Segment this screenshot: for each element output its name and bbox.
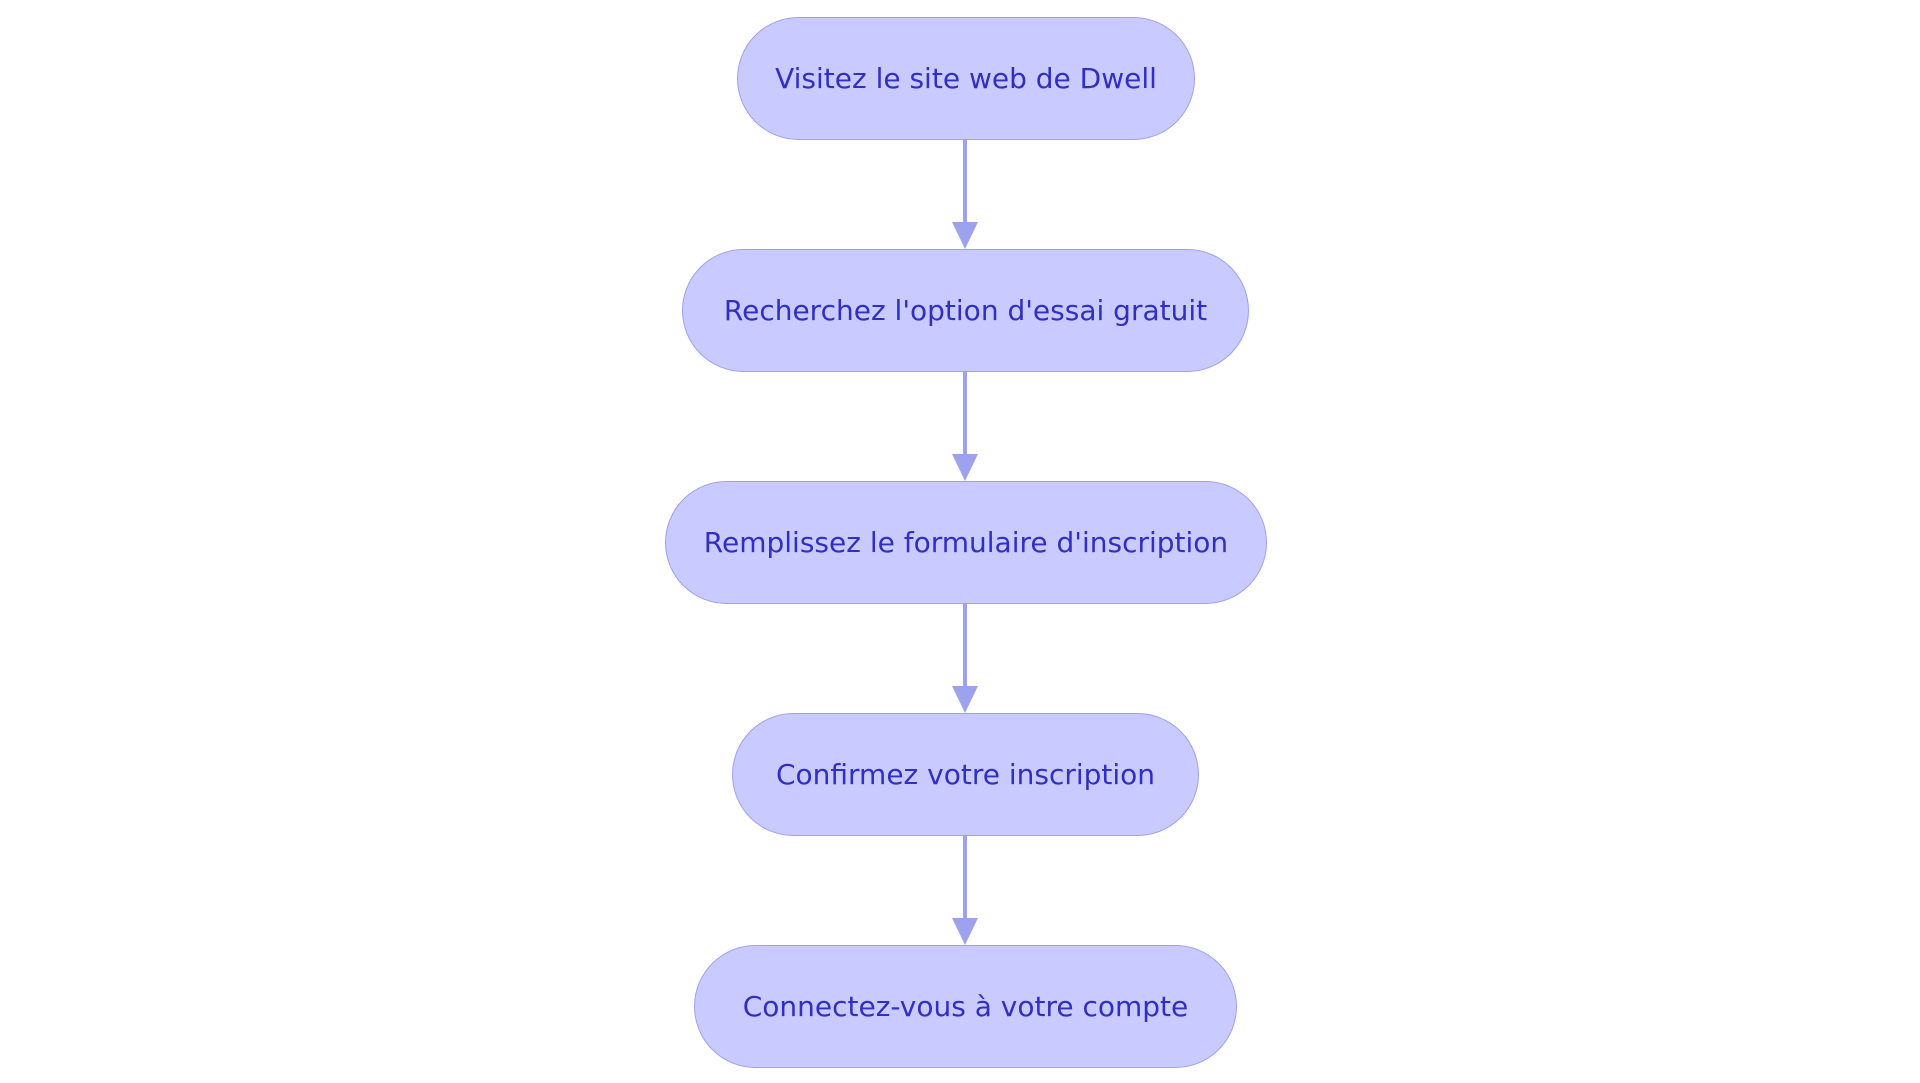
arrowhead-icon — [952, 454, 978, 481]
node-confirm-signup: Confirmez votre inscription — [732, 713, 1199, 836]
edge-n3-n4 — [952, 604, 978, 713]
arrowhead-icon — [952, 686, 978, 713]
node-login-account: Connectez-vous à votre compte — [694, 945, 1237, 1068]
arrowhead-icon — [952, 222, 978, 249]
node-find-free-trial: Recherchez l'option d'essai gratuit — [682, 249, 1249, 372]
edge-n1-n2 — [952, 140, 978, 249]
node-visit-website: Visitez le site web de Dwell — [737, 17, 1195, 140]
edge-n2-n3 — [952, 372, 978, 481]
edge-n4-n5 — [952, 836, 978, 945]
arrowhead-icon — [952, 918, 978, 945]
node-fill-signup-form: Remplissez le formulaire d'inscription — [665, 481, 1267, 604]
